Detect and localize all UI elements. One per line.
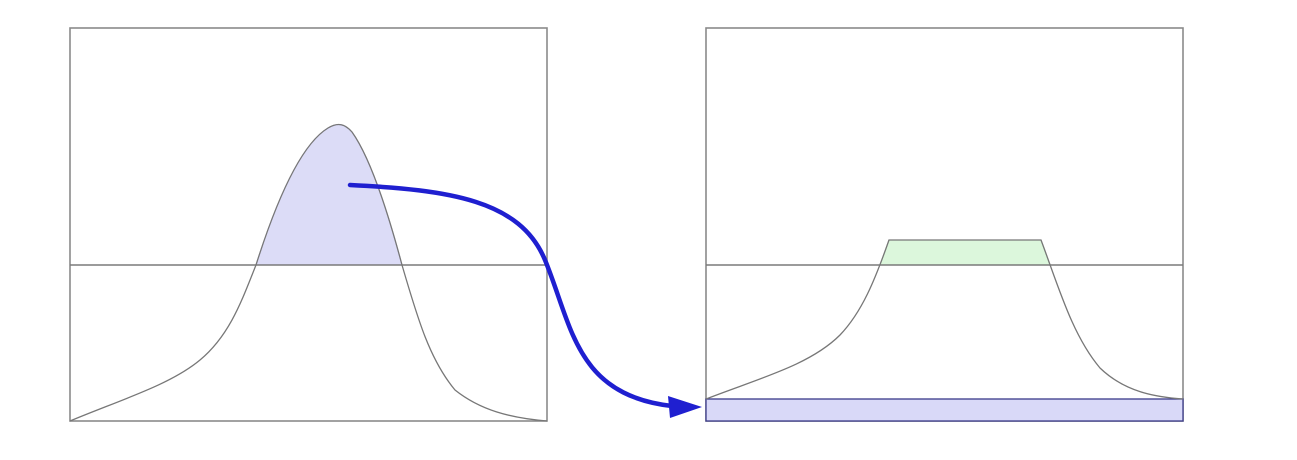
raised-plateau-area bbox=[879, 239, 1051, 266]
arrow-shaft bbox=[347, 182, 675, 409]
curved-arrow-icon bbox=[347, 182, 702, 418]
left-frame bbox=[69, 27, 548, 422]
clipped-excess-area bbox=[255, 124, 403, 266]
right-distribution-curve bbox=[705, 239, 1184, 400]
left-panel bbox=[69, 27, 548, 422]
arrowhead bbox=[668, 396, 702, 418]
redistributed-excess-band bbox=[705, 398, 1184, 422]
right-frame bbox=[705, 27, 1184, 422]
right-panel bbox=[705, 27, 1184, 422]
left-distribution-curve bbox=[69, 123, 548, 422]
